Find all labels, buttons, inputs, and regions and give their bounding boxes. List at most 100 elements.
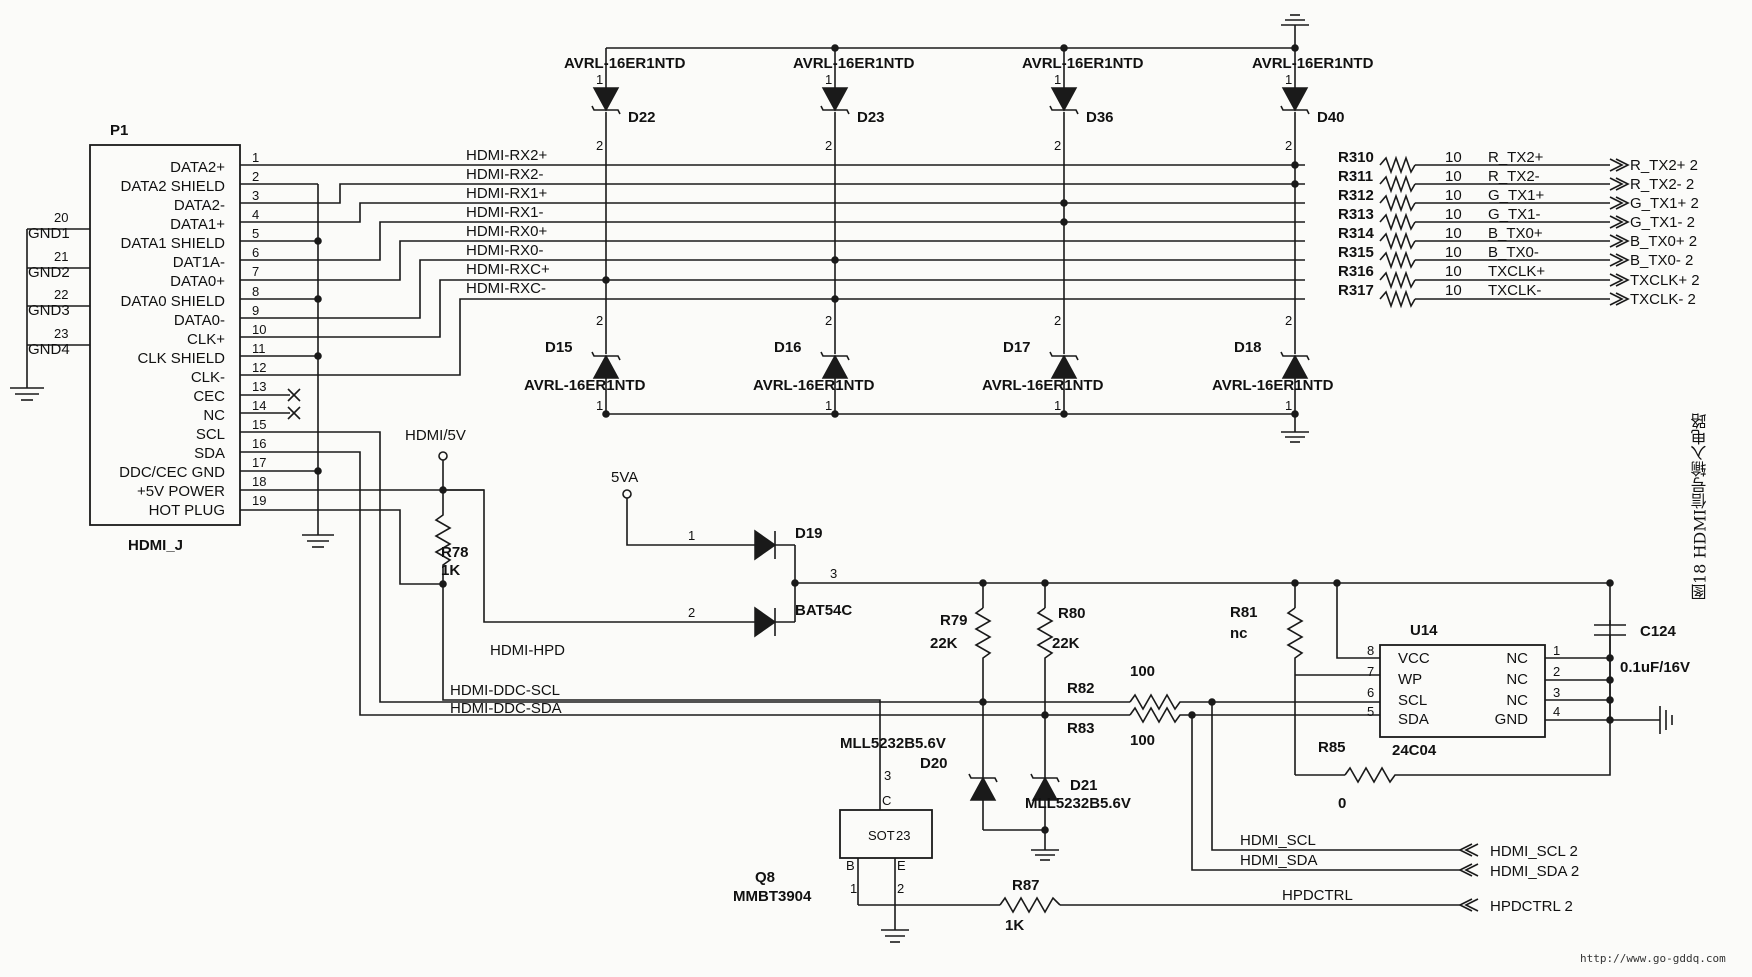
u14-ref: U14: [1410, 622, 1438, 639]
offpage-arrow: [1615, 158, 1630, 172]
diode-pin: 1: [596, 72, 603, 87]
offpage-arrow: [1615, 253, 1630, 267]
resistor-ref: R313: [1338, 206, 1374, 223]
watermark: http://www.go-gddq.com: [1580, 952, 1726, 965]
diode-pin: 2: [1285, 138, 1292, 153]
u14-pin-name: WP: [1398, 671, 1422, 688]
net-label: HDMI-RX2+: [466, 147, 548, 164]
tvs-diode-symbol: [1281, 354, 1309, 379]
port-label: G_TX1- 2: [1630, 214, 1695, 231]
q8-pin-number: 3: [884, 768, 891, 783]
junction-dot: [1060, 199, 1068, 207]
resistor-ref: R314: [1338, 225, 1375, 242]
pin-label: SDA: [194, 445, 225, 462]
tvs-ref: D36: [1086, 109, 1114, 126]
resistor-value: 10: [1445, 225, 1462, 242]
resistor-ref: R312: [1338, 187, 1374, 204]
tvs-bottom-labels: D15 AVRL-16ER1NTD D16 AVRL-16ER1NTD D17 …: [524, 339, 1334, 394]
port-label: R_TX2+ 2: [1630, 157, 1698, 174]
tvs-diode-symbol: [821, 354, 849, 379]
net-hpdctrl: HPDCTRL: [1282, 887, 1353, 904]
r80-ref: R80: [1058, 605, 1086, 622]
pin-number: 17: [252, 455, 266, 470]
resistor-ref: R316: [1338, 263, 1374, 280]
offpage-arrow: [1615, 177, 1630, 191]
pin-number: 12: [252, 360, 266, 375]
port-hdmi-sda: HDMI_SDA 2: [1490, 863, 1579, 880]
resistor-zigzag: [1379, 212, 1416, 232]
tvs-diode-bar: [820, 351, 850, 361]
schottky-diode-symbol: [754, 606, 777, 638]
d21-part: MLL5232B5.6V: [1025, 795, 1131, 812]
pin-number: 13: [252, 379, 266, 394]
junction-dot: [791, 579, 799, 587]
junction-dot: [979, 698, 987, 706]
tvs-ref: D18: [1234, 339, 1262, 356]
tvs-diode-symbol: [1050, 354, 1078, 379]
resistor-ref: R310: [1338, 149, 1374, 166]
offpage-arrow: [1615, 292, 1630, 306]
net-label: HDMI-RX0+: [466, 223, 548, 240]
tvs-part: AVRL-16ER1NTD: [982, 377, 1104, 394]
pin-label: DAT1A-: [173, 254, 225, 271]
r85-value: 0: [1338, 795, 1346, 812]
figure-caption: 图18 HDMI信号输入电路: [1691, 413, 1710, 600]
port-label: TXCLK+ 2: [1630, 272, 1700, 289]
connector-ref: P1: [110, 122, 128, 139]
pin-label: DATA1+: [170, 216, 225, 233]
pin-number: 18: [252, 474, 266, 489]
pin-label: CLK+: [187, 331, 225, 348]
q8-ref: Q8: [755, 869, 775, 886]
pin-label: HOT PLUG: [149, 502, 225, 519]
diode-pin: 2: [1054, 313, 1061, 328]
port-label: R_TX2- 2: [1630, 176, 1694, 193]
diode-pin: 1: [1054, 398, 1061, 413]
offpage-arrow: [1609, 253, 1624, 267]
junction-dot: [1291, 161, 1299, 169]
offpage-arrow: [1615, 196, 1630, 210]
pin-number: 10: [252, 322, 266, 337]
gnd-pin-label: GND3: [28, 302, 70, 319]
diode-pin: 1: [1285, 72, 1292, 87]
tvs-diode-symbol: [592, 87, 620, 112]
resistor-zigzag: [1379, 289, 1416, 309]
offpage-arrow: [1609, 196, 1624, 210]
resistor-zigzag: [1379, 250, 1416, 270]
pin-label: CEC: [193, 388, 225, 405]
junction-dot: [1606, 579, 1614, 587]
resistor-bank: R310 10 R_TX2+ R311 10 R_TX2- R312 10 G_…: [1338, 149, 1545, 299]
q8-part: MMBT3904: [733, 888, 812, 905]
pin-number: 5: [252, 226, 259, 241]
u14-pin-name: GND: [1495, 711, 1529, 728]
port-label: B_TX0+ 2: [1630, 233, 1697, 250]
resistor-ref: R315: [1338, 244, 1374, 261]
diode-pin: 2: [1054, 138, 1061, 153]
resistor-net: G_TX1-: [1488, 206, 1541, 223]
diode-pin: 1: [1285, 398, 1292, 413]
gnd-pin-label: GND2: [28, 264, 70, 281]
resistor-value: 10: [1445, 282, 1462, 299]
d19-ref: D19: [795, 525, 823, 542]
junction-dot: [1291, 180, 1299, 188]
resistor-zigzag: [1379, 193, 1416, 213]
connector-pin-labels: DATA2+ DATA2 SHIELD DATA2- DATA1+ DATA1 …: [119, 159, 225, 519]
gnd-pin-number: 20: [54, 210, 68, 225]
r78-ref: R78: [441, 544, 469, 561]
tvs-ref: D17: [1003, 339, 1031, 356]
junction-dot: [1606, 716, 1614, 724]
pin-label: DATA2 SHIELD: [121, 178, 226, 195]
r78-value: 1K: [441, 562, 460, 579]
junction-dot: [602, 410, 610, 418]
pin-label: +5V POWER: [137, 483, 225, 500]
tvs-diode-bar: [820, 105, 850, 115]
pin-number: 1: [252, 150, 259, 165]
pin-label: CLK SHIELD: [137, 350, 225, 367]
tvs-diode-bar: [591, 351, 621, 361]
resistor-net: R_TX2-: [1488, 168, 1540, 185]
tvs-diode-bar: [1280, 351, 1310, 361]
port-label: TXCLK- 2: [1630, 291, 1696, 308]
tvs-ref: D40: [1317, 109, 1345, 126]
pin-label: DATA0 SHIELD: [121, 293, 226, 310]
u14-right-pins: NC 1 NC 2 NC 3 GND 4: [1495, 643, 1561, 728]
resistor-net: TXCLK+: [1488, 263, 1545, 280]
